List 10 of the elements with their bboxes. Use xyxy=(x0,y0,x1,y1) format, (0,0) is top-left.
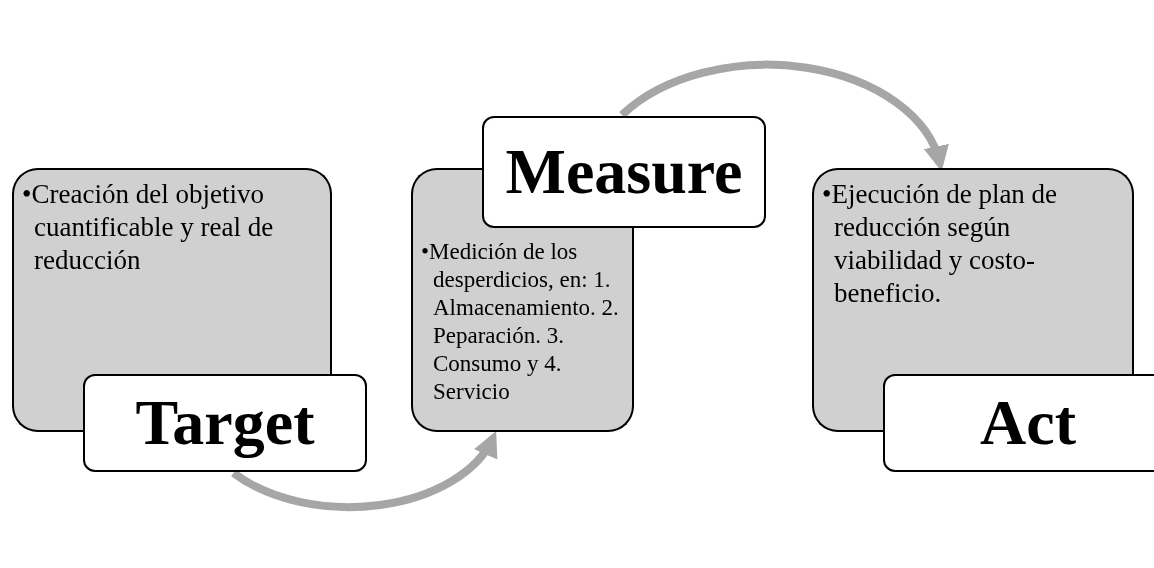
title-box xyxy=(883,374,1154,472)
title-text: Act xyxy=(980,388,1076,458)
title-box xyxy=(482,116,766,228)
title-box xyxy=(83,374,367,472)
title-text: Target xyxy=(135,388,315,458)
bullet-text: •Ejecución de plan de reducción según viabilidad y costo-beneficio. xyxy=(822,178,1059,310)
bullet-text: •Medición de los desperdicios, en: 1. Almacenamiento. 2. Peparación. 3. Consumo y 4. Servicio xyxy=(421,238,620,406)
curved-arrow xyxy=(231,431,497,512)
bullet-text: •Creación del objetivo cuantificable y real de reducción xyxy=(22,178,275,277)
title-text: Measure xyxy=(505,137,743,207)
